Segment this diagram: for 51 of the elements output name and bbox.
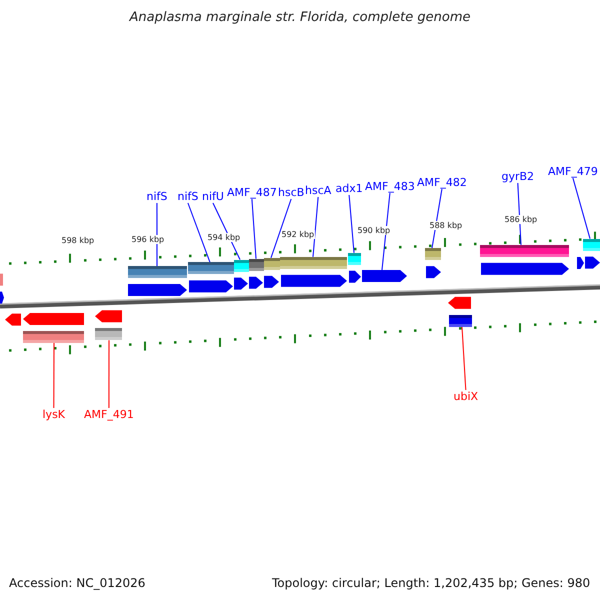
- leader-line: [108, 340, 110, 408]
- gene-name: ubiX: [454, 390, 478, 403]
- footer-text: Topology: circular; Length: 1,202,435 bp; Genes: 980: [272, 576, 590, 590]
- scale-label: 594 kbp: [206, 233, 242, 242]
- leader-line: [212, 202, 240, 260]
- gene-name: adx1: [336, 182, 363, 195]
- gene-bar: [95, 328, 122, 340]
- gene-bar: [480, 244, 569, 257]
- scale-label: 592 kbp: [280, 230, 316, 239]
- gene-name: AMF_483: [365, 180, 415, 193]
- gene-name: gyrB2: [502, 170, 534, 183]
- leader-line: [572, 178, 590, 240]
- gene-name: AMF_482: [417, 176, 467, 189]
- gene-name: nifS: [146, 190, 168, 203]
- leader-line: [432, 188, 442, 249]
- leader-line: [462, 326, 466, 390]
- gene-bar: [583, 238, 600, 251]
- leader-line: [348, 194, 354, 254]
- gene-name: AMF_479: [548, 165, 598, 178]
- footer-text: Accession: NC_012026: [9, 576, 146, 590]
- gene-name: hscB: [278, 186, 304, 199]
- scale-label: 586 kbp: [504, 215, 538, 224]
- scale-label: 596 kbp: [130, 235, 166, 244]
- gene-bar: [128, 266, 187, 278]
- gene-name: AMF_491: [84, 408, 134, 421]
- gene-bar: [188, 262, 234, 274]
- gene-bar: [234, 260, 249, 272]
- scale-label: 590 kbp: [356, 226, 392, 235]
- gene-bar: [249, 258, 264, 271]
- gene-bar: [23, 331, 84, 343]
- scale-label: 598 kbp: [60, 236, 96, 245]
- leader-line: [251, 198, 256, 260]
- gene-bar: [425, 248, 441, 260]
- gene-bar: [348, 252, 361, 265]
- leader-line: [312, 196, 319, 258]
- leader-line: [270, 198, 292, 258]
- leader-line: [382, 192, 390, 270]
- leader-line: [517, 182, 522, 246]
- gene-bar: [449, 314, 472, 327]
- gene-name: hscA: [305, 184, 332, 197]
- leader-line: [156, 202, 158, 266]
- scale-label: 588 kbp: [428, 221, 464, 230]
- gene-bar: [280, 256, 347, 269]
- gene-name: lysK: [42, 408, 66, 421]
- gene-bar: [264, 258, 280, 270]
- gene-name: nifS: [178, 190, 198, 203]
- leader-line: [187, 202, 210, 263]
- leader-line: [53, 342, 54, 408]
- gene-name: nifU: [202, 190, 224, 203]
- diagram-title: Anaplasma marginale str. Florida, complete genome: [130, 10, 470, 25]
- gene-name: AMF_487: [227, 186, 277, 199]
